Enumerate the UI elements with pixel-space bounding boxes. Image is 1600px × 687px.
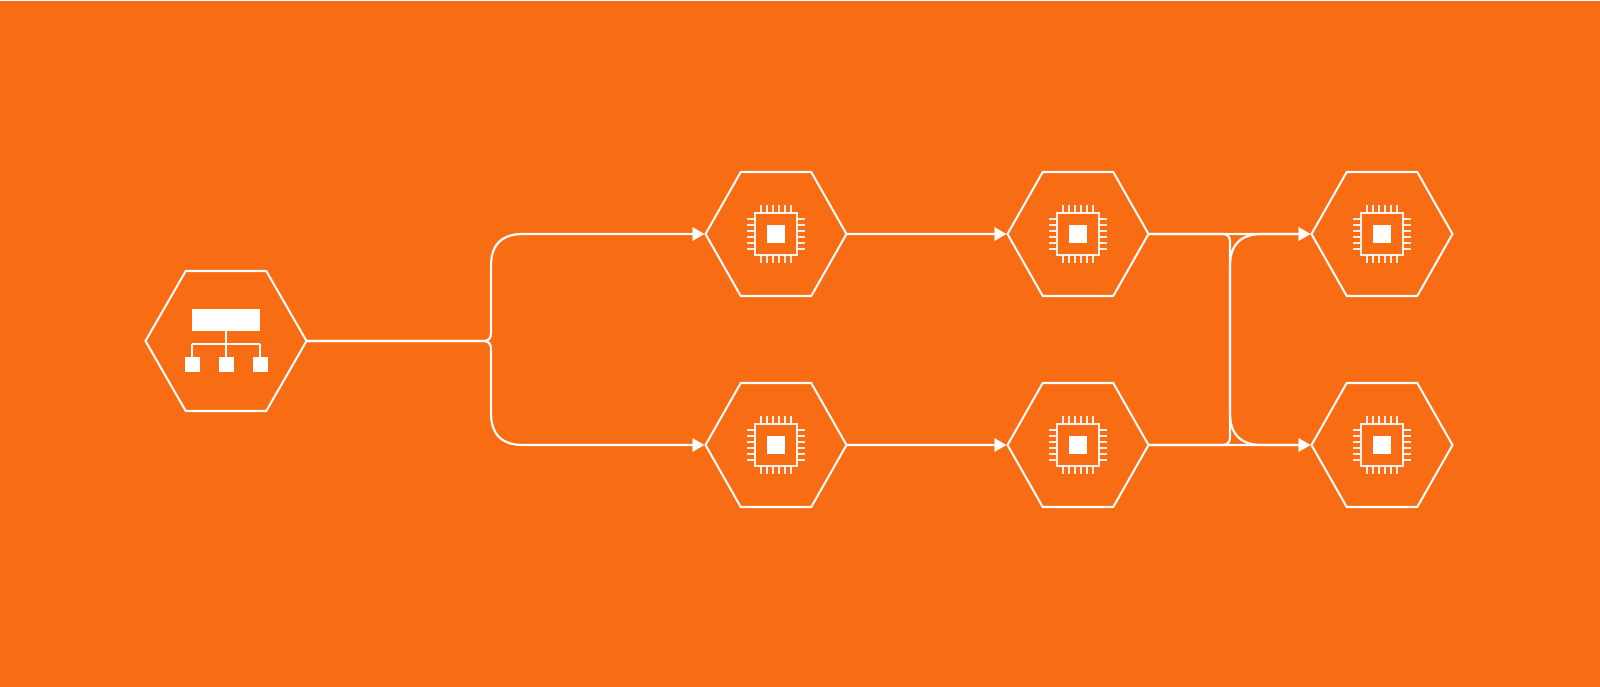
processor-chip-icon <box>746 204 806 264</box>
node-compute-top-2 <box>1006 170 1150 298</box>
edge-compute-top-1-to-compute-top-2 <box>846 227 1007 241</box>
hexagon-frame <box>1006 170 1150 298</box>
hexagon-frame <box>1310 170 1454 298</box>
node-compute-top-1 <box>704 170 848 298</box>
processor-chip-icon <box>746 415 806 475</box>
hexagon-frame <box>144 269 308 413</box>
edge-compute-bottom-2-to-compute-bottom-3 <box>1148 438 1311 452</box>
arrowhead-icon <box>1298 438 1311 452</box>
arrowhead-icon <box>1298 227 1311 241</box>
edge-compute-bottom-1-to-compute-bottom-2 <box>846 438 1007 452</box>
connector-line <box>306 339 693 447</box>
processor-chip-icon <box>1352 204 1412 264</box>
arrowhead-icon <box>994 227 1007 241</box>
node-compute-bottom-1 <box>704 381 848 509</box>
node-compute-top-3 <box>1310 170 1454 298</box>
arrowhead-icon <box>994 438 1007 452</box>
connector-lines <box>306 227 1311 452</box>
arrowhead-icon <box>692 438 705 452</box>
edge-load-balancer-to-compute-bottom-1 <box>306 339 705 452</box>
hexagon-frame <box>1310 381 1454 509</box>
hexagon-frame <box>704 170 848 298</box>
processor-chip-icon <box>1048 204 1108 264</box>
hexagon-frame <box>704 381 848 509</box>
node-load-balancer <box>144 269 308 413</box>
node-compute-bottom-3 <box>1310 381 1454 509</box>
node-group <box>144 170 1454 509</box>
arrowhead-icon <box>692 227 705 241</box>
processor-chip-icon <box>1048 415 1108 475</box>
processor-chip-icon <box>1352 415 1412 475</box>
hexagon-frame <box>1006 381 1150 509</box>
node-compute-bottom-2 <box>1006 381 1150 509</box>
